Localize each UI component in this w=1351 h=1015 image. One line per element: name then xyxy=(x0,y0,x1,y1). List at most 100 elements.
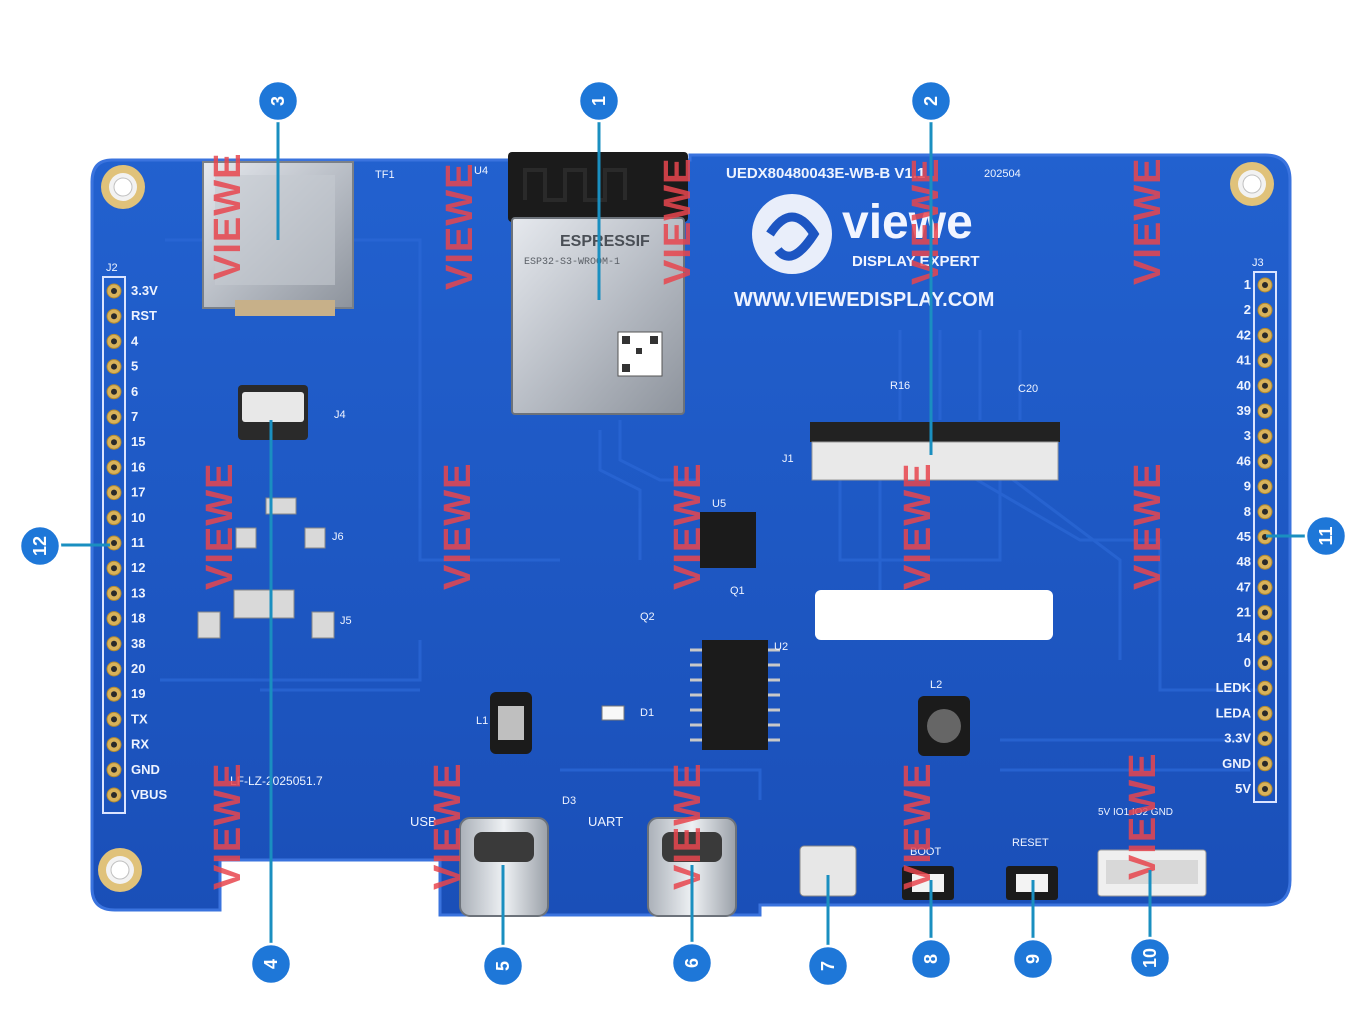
header-pin-label: 47 xyxy=(1237,579,1251,594)
header-pin-hole xyxy=(1262,332,1268,339)
callout-marker xyxy=(1011,937,1055,981)
callout-number: 12 xyxy=(30,536,50,556)
d3-label: D3 xyxy=(562,795,576,807)
callout-number: 9 xyxy=(1023,954,1043,964)
header-pin-hole xyxy=(1262,735,1268,742)
header-pin-label: 42 xyxy=(1237,327,1251,342)
l1-label: L1 xyxy=(476,715,488,727)
l2-label: L2 xyxy=(930,679,942,691)
header-pin-hole xyxy=(1262,382,1268,389)
header-pin-hole xyxy=(1262,685,1268,692)
header-pin-hole xyxy=(1262,634,1268,641)
header-pin-hole xyxy=(111,363,117,370)
header-j3: J3 12424140393469845484721140LEDKLEDA3.3… xyxy=(1216,257,1277,803)
header-pin-hole xyxy=(1262,660,1268,666)
blank-label-area xyxy=(815,590,1053,640)
lot-label: LF-LZ-2025051.7 xyxy=(230,774,323,788)
q1-label: Q1 xyxy=(730,585,745,597)
header-pin-label: 3.3V xyxy=(131,283,158,298)
inductor-l2: L2 xyxy=(918,679,970,756)
header-pin-hole xyxy=(1262,357,1268,364)
usb-c-port-uart: UART xyxy=(588,814,737,917)
callout-marker xyxy=(670,941,714,985)
header-pin-label: 16 xyxy=(131,459,145,474)
conn-pins-label: 5V IO1 IO2 GND xyxy=(1098,807,1173,818)
callout-number: 5 xyxy=(493,961,513,971)
header-pin-label: 9 xyxy=(1244,479,1251,494)
header-pin-hole xyxy=(111,338,117,345)
j2-label: J2 xyxy=(106,262,118,274)
header-pin-label: 2 xyxy=(1244,302,1251,317)
boot-button: BOOT xyxy=(902,846,954,900)
header-pin-label: 5V xyxy=(1235,781,1251,796)
header-pin-hole xyxy=(111,414,117,420)
watermark: VIEWE xyxy=(1122,753,1164,880)
pcb-board xyxy=(90,153,1292,917)
header-pin-hole xyxy=(1262,710,1268,717)
header-pin-label: 3.3V xyxy=(1224,731,1251,746)
r16-label: R16 xyxy=(890,380,910,392)
callout-marker xyxy=(909,937,953,981)
header-pin-hole xyxy=(111,540,117,546)
led-d1 xyxy=(601,705,625,721)
header-pin-hole xyxy=(111,716,117,723)
header-pin-hole xyxy=(111,741,117,748)
header-pin-hole xyxy=(111,388,117,395)
header-pin-label: 0 xyxy=(1244,655,1251,670)
header-pin-label: 19 xyxy=(131,686,145,701)
callout-marker xyxy=(481,944,525,988)
pin-connector-10: 5V IO1 IO2 GND xyxy=(1097,807,1207,897)
header-pin-label: 12 xyxy=(131,560,145,575)
ic-u5: U5 xyxy=(700,498,756,568)
watermark: VIEWE xyxy=(897,463,939,590)
header-pin-hole xyxy=(111,439,117,446)
watermark: VIEWE xyxy=(657,158,699,285)
reset-button: RESET xyxy=(1006,837,1058,900)
watermark: VIEWE xyxy=(667,763,709,890)
watermark: VIEWE xyxy=(207,153,249,280)
header-pin-hole xyxy=(111,640,117,647)
callout-number: 11 xyxy=(1316,526,1336,545)
header-pin-hole xyxy=(111,464,117,471)
header-pin-label: 17 xyxy=(131,485,145,500)
callout-number: 8 xyxy=(921,954,941,964)
callout-number: 2 xyxy=(921,96,941,106)
callout-marker xyxy=(1128,936,1172,980)
boot-label: BOOT xyxy=(910,846,941,858)
header-pin-label: RX xyxy=(131,737,149,752)
header-pin-label: 8 xyxy=(1244,504,1251,519)
header-pin-label: 41 xyxy=(1237,353,1251,368)
header-pin-label: 7 xyxy=(131,409,138,424)
uart-label: UART xyxy=(588,814,623,829)
header-j2: J2 3.3VRST45671516171011121318382019TXRX… xyxy=(102,262,167,814)
header-pin-label: GND xyxy=(1222,756,1251,771)
reset-label: RESET xyxy=(1012,837,1049,849)
header-pin-label: 40 xyxy=(1237,378,1251,393)
header-pin-hole xyxy=(1262,433,1268,440)
esp32-module: ESPRESSIF ESP32-S3-WROOM-1 xyxy=(508,152,688,415)
callout-marker xyxy=(577,79,621,123)
j3-label: J3 xyxy=(1252,257,1264,269)
header-pin-hole xyxy=(111,666,117,672)
callout-marker xyxy=(806,944,850,988)
mounting-holes xyxy=(98,162,1274,892)
header-pin-hole xyxy=(111,565,117,572)
header-pin-label: 15 xyxy=(131,434,145,449)
header-pin-hole xyxy=(1262,408,1268,414)
header-pin-label: 3 xyxy=(1244,428,1251,443)
watermark: VIEWE xyxy=(207,763,249,890)
date-code: 202504 xyxy=(984,168,1021,180)
c20-label: C20 xyxy=(1018,383,1038,395)
header-pin-label: 11 xyxy=(131,535,145,550)
header-pin-label: 13 xyxy=(131,585,145,600)
j4-label: J4 xyxy=(334,409,346,421)
module-model: ESP32-S3-WROOM-1 xyxy=(524,257,620,268)
header-pin-label: 21 xyxy=(1237,605,1251,620)
header-pin-label: 48 xyxy=(1237,554,1251,569)
header-pin-label: 6 xyxy=(131,384,138,399)
pcb-traces xyxy=(160,238,1260,800)
watermark: VIEWE xyxy=(667,463,709,590)
watermarks: VIEWE VIEWE VIEWE VIEWE VIEWE VIEWE VIEW… xyxy=(199,153,1169,890)
watermark: VIEWE xyxy=(905,158,947,285)
